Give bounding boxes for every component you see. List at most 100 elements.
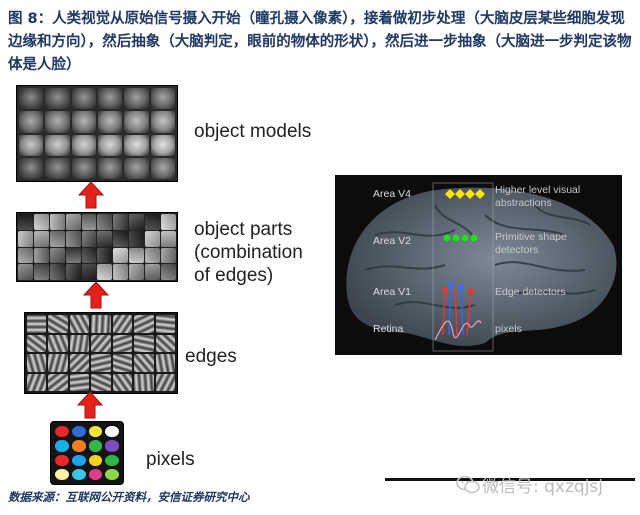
parts-cell — [129, 230, 145, 247]
area-v4-label: Area V4 — [373, 188, 411, 200]
brain-illustration: Area V4 Area V2 Area V1 Retina Higher le… — [335, 175, 622, 355]
parts-cell — [49, 264, 65, 280]
edges-cell — [155, 373, 175, 391]
faces-cell — [71, 157, 96, 179]
object-parts-label-line2: (combination — [194, 242, 303, 263]
edges-cell — [112, 315, 133, 333]
wechat-icon — [456, 475, 480, 494]
parts-cell — [65, 247, 81, 264]
edges-cell — [155, 354, 175, 372]
object-models-image — [16, 85, 178, 182]
pixels-cell — [55, 440, 69, 452]
edges-cell — [48, 354, 68, 372]
brain-graphic — [346, 182, 617, 352]
edges-cell — [155, 315, 175, 333]
edges-cell — [48, 373, 68, 391]
pixels-cell — [88, 468, 103, 480]
faces-cell — [150, 157, 175, 179]
parts-cell — [18, 214, 33, 230]
pixels-cell — [55, 454, 69, 466]
primitive-shape-label-line1: Primitive shape — [495, 231, 567, 243]
pixels-cell — [105, 426, 119, 438]
parts-cell — [161, 264, 176, 280]
parts-cell — [18, 247, 33, 264]
parts-cell — [145, 247, 161, 264]
pixels-cell — [105, 468, 119, 480]
pixels-cell — [71, 426, 86, 438]
pixels-cell — [71, 468, 86, 480]
parts-cell — [129, 264, 145, 280]
parts-cell — [33, 214, 49, 230]
parts-cell — [81, 214, 97, 230]
edges-cell — [134, 354, 154, 372]
edges-cell — [112, 354, 133, 372]
parts-cell — [97, 214, 113, 230]
edges-cell — [91, 334, 111, 352]
parts-cell — [129, 247, 145, 264]
parts-cell — [81, 247, 97, 264]
faces-cell — [98, 157, 123, 179]
edges-cell — [48, 334, 68, 352]
parts-cell — [113, 230, 129, 247]
faces-cell — [45, 134, 70, 156]
edges-cell — [155, 334, 175, 352]
faces-cell — [124, 134, 149, 156]
parts-cell — [33, 230, 49, 247]
faces-cell — [150, 134, 175, 156]
up-arrow-icon — [82, 281, 110, 309]
pixels-cell — [71, 440, 86, 452]
edges-cell — [134, 373, 154, 391]
parts-cell — [97, 264, 113, 280]
edges-cell — [27, 354, 47, 372]
parts-cell — [49, 214, 65, 230]
watermark-text: 微信号: qxzqjsj — [482, 477, 604, 497]
parts-cell — [81, 230, 97, 247]
edges-cell — [69, 315, 90, 333]
faces-cell — [45, 157, 70, 179]
pixels-cell — [88, 440, 103, 452]
faces-cell — [71, 88, 96, 110]
parts-cell — [161, 214, 176, 230]
parts-cell — [97, 230, 113, 247]
retina-label: Retina — [373, 323, 404, 335]
faces-cell — [19, 88, 44, 110]
pixels-cell — [105, 454, 119, 466]
pixels-cell — [88, 454, 103, 466]
edges-image — [24, 312, 178, 394]
edges-cell — [69, 334, 90, 352]
parts-cell — [145, 264, 161, 280]
edges-cell — [69, 354, 90, 372]
parts-cell — [33, 247, 49, 264]
parts-cell — [97, 247, 113, 264]
primitive-shape-label-line2: detectors — [495, 244, 539, 256]
edges-cell — [134, 315, 154, 333]
edges-cell — [27, 334, 47, 352]
object-models-label: object models — [194, 121, 312, 142]
edges-cell — [91, 315, 111, 333]
parts-cell — [65, 214, 81, 230]
faces-cell — [19, 111, 44, 133]
parts-cell — [65, 264, 81, 280]
figure-caption: 图 8：人类视觉从原始信号摄入开始（瞳孔摄入像素），接着做初步处理（大脑皮层某些… — [8, 11, 632, 73]
parts-cell — [113, 214, 129, 230]
area-v2-label: Area V2 — [373, 235, 411, 247]
pixels-image — [50, 421, 124, 485]
faces-cell — [19, 157, 44, 179]
edges-cell — [27, 373, 47, 391]
edge-detectors-label: Edge detectors — [495, 286, 566, 298]
higher-level-label-line2: abstractions — [495, 197, 552, 209]
parts-cell — [65, 230, 81, 247]
pixels-cell — [71, 454, 86, 466]
pixels-cell — [55, 468, 69, 480]
parts-cell — [145, 230, 161, 247]
faces-cell — [45, 88, 70, 110]
faces-cell — [71, 134, 96, 156]
footer-divider — [385, 478, 635, 481]
edges-cell — [112, 334, 133, 352]
parts-cell — [33, 264, 49, 280]
edges-cell — [91, 373, 111, 391]
pixels-cell — [88, 426, 103, 438]
faces-cell — [98, 111, 123, 133]
faces-cell — [45, 111, 70, 133]
up-arrow-icon — [77, 181, 105, 209]
